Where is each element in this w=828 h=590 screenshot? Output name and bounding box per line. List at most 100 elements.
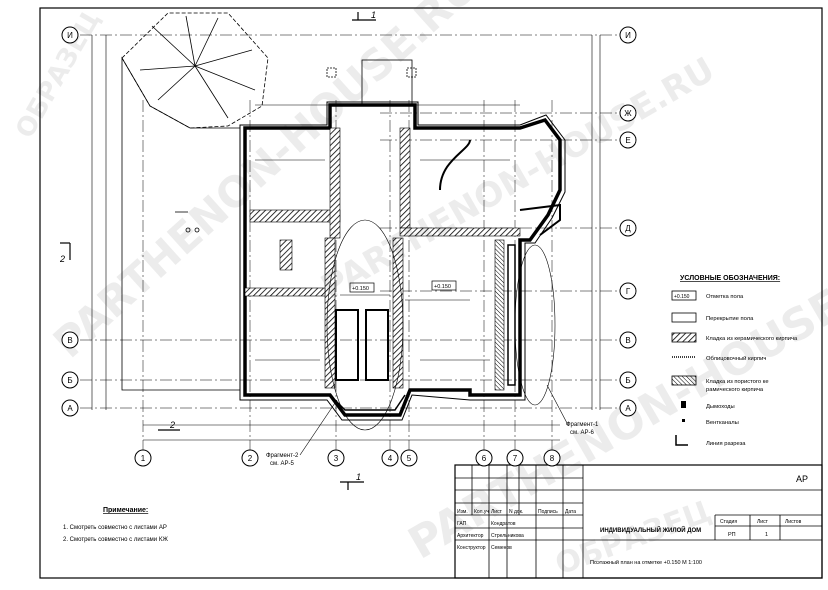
axis-label: 2	[248, 454, 253, 463]
level-mark-box	[431, 280, 457, 291]
title-block	[454, 464, 823, 579]
watermark-text: ОБРАЗЕЦ	[551, 494, 716, 583]
legend-symbol-text: +0.150	[674, 294, 690, 300]
axis-bubble	[241, 449, 259, 467]
stamp-role: ГАП	[457, 521, 467, 527]
walls	[239, 101, 566, 421]
axis-label: Б	[625, 376, 630, 385]
section-mark-top-label: 1	[371, 10, 376, 20]
stamp-header-cell: Лист	[491, 509, 503, 515]
section-mark-left-label: 2	[59, 254, 65, 264]
axis-bubble	[134, 449, 152, 467]
fragment-2-callout: Фрагмент-2	[266, 453, 299, 459]
stamp-stage-label: Стадия	[720, 519, 737, 525]
axis-bubble	[619, 399, 637, 417]
axis-label: И	[625, 31, 631, 40]
level-mark: +0.150	[434, 284, 451, 290]
axis-label: В	[67, 336, 72, 345]
axis-label: И	[67, 31, 73, 40]
fragment-1-callout: Фрагмент-1	[566, 422, 599, 428]
stamp-stage-value: РП	[728, 532, 736, 538]
axis-bubble	[619, 331, 637, 349]
legend-item-label: Перекрытие пола	[706, 316, 754, 322]
axis-label: 3	[334, 454, 339, 463]
axis-label: 6	[482, 454, 487, 463]
stamp-role: Конструктор	[457, 545, 486, 551]
stamp-header-cell: Дата	[565, 509, 576, 515]
axis-bubble	[475, 449, 493, 467]
axis-bubble	[400, 449, 418, 467]
legend-symbol	[681, 401, 686, 408]
stamp-header-cell: N док.	[509, 509, 523, 515]
axis-label: Е	[625, 136, 630, 145]
axis-label: 1	[141, 454, 146, 463]
watermarks: ОБРАЗЕЦPARTHENON-HOUSE.RUPARTHENON-HOUSE…	[10, 0, 828, 583]
axis-bubble	[619, 131, 637, 149]
stamp-role: Архитектор	[457, 533, 484, 539]
axis-bubble	[543, 449, 561, 467]
axis-bubble	[61, 331, 79, 349]
axis-bubble	[619, 219, 637, 237]
axis-label: Д	[625, 224, 631, 233]
project-name: ИНДИВИДУАЛЬНЫЙ ЖИЛОЙ ДОМ	[600, 526, 701, 534]
note-item: 2. Смотреть совместно с листами КЖ	[63, 537, 168, 543]
legend-symbol	[671, 290, 697, 301]
axis-bubble	[61, 399, 79, 417]
axis-label: А	[625, 404, 631, 413]
legend-item-label: рамического кирпича	[706, 387, 764, 393]
axis-bubble	[61, 371, 79, 389]
level-mark-box	[349, 282, 375, 293]
axis-label: 7	[513, 454, 518, 463]
note-item: 1. Смотреть совместно с листами АР	[63, 525, 167, 531]
fragment-2-sheet-ref: см. АР-5	[270, 461, 294, 467]
notes: Примечание: 1. Смотреть совместно с лист…	[63, 507, 168, 543]
section-mark-right-label: 2	[169, 420, 175, 430]
legend-item-label: Вентканалы	[706, 420, 739, 426]
legend-symbol	[671, 312, 697, 323]
stamp-header-cell: Подпись	[538, 509, 558, 515]
legend-item-label: Кладка из пористого ке	[706, 379, 769, 385]
axis-label: 8	[550, 454, 555, 463]
axis-label: 4	[388, 454, 393, 463]
stamp-stage-value: 1	[765, 532, 768, 538]
section-cut-marks	[60, 12, 376, 490]
axis-label: 5	[407, 454, 412, 463]
legend: УСЛОВНЫЕ ОБОЗНАЧЕНИЯ: +0.150 Отметка пола…	[671, 275, 798, 447]
axis-label: В	[625, 336, 630, 345]
axis-bubble	[61, 26, 79, 44]
legend-item-label: Кладка из керамического кирпича	[706, 336, 798, 342]
axis-label: А	[67, 404, 73, 413]
level-mark: +0.150	[352, 286, 369, 292]
section-mark-bottom-label: 1	[356, 472, 361, 482]
fragment-callouts	[299, 219, 569, 456]
legend-item-label: Облицовочный кирпич	[706, 355, 766, 362]
axis-bubble	[619, 26, 637, 44]
stamp-name: Семенов	[491, 545, 512, 551]
stamp-header-cell: Изм.	[457, 509, 468, 515]
fragment-1-sheet-ref: см. АР-6	[570, 430, 594, 436]
legend-symbol	[671, 332, 697, 343]
legend-symbol	[682, 419, 685, 422]
document-code: АР	[796, 474, 808, 484]
stamp-stage-label: Лист	[757, 519, 769, 525]
stamp-header-cell: Кол.уч	[474, 509, 489, 515]
notes-title: Примечание:	[103, 507, 148, 514]
stamp-name: Кондратов	[491, 521, 516, 527]
stamp-stage-label: Листов	[785, 519, 802, 525]
axis-label: Б	[67, 376, 72, 385]
legend-item-label: Отметка пола	[706, 294, 744, 300]
axis-bubble	[381, 449, 399, 467]
legend-item-label: Дымоходы	[706, 404, 735, 410]
stamp-name: Стрельникова	[491, 533, 524, 539]
axis-label: Ж	[624, 109, 632, 118]
legend-symbol	[675, 435, 688, 446]
legend-title: УСЛОВНЫЕ ОБОЗНАЧЕНИЯ:	[680, 275, 780, 282]
legend-symbol	[671, 375, 697, 386]
sheet-frame	[39, 7, 823, 579]
horizontal-axes	[80, 34, 618, 409]
sheet-title: Поэтажный план на отметке +0.150 М 1:100	[590, 559, 702, 566]
axis-label: Г	[626, 287, 631, 296]
